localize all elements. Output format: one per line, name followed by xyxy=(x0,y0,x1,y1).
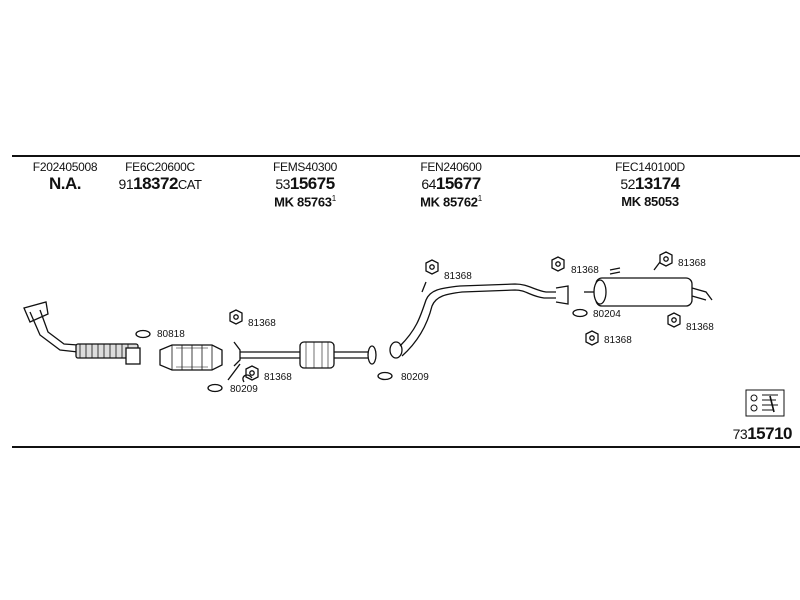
part-number: 9118372CAT xyxy=(118,174,202,193)
mounting-kit: MK 857631 xyxy=(274,194,336,210)
front-silencer xyxy=(227,341,377,381)
rubber-hanger-icon xyxy=(425,259,439,275)
label-81368: 81368 xyxy=(686,322,714,333)
label-81368: 81368 xyxy=(678,258,706,269)
rubber-hanger-icon xyxy=(245,365,259,381)
part-code: FE6C20600C xyxy=(125,160,195,174)
label-80209: 80209 xyxy=(230,384,258,395)
gasket-icon xyxy=(572,308,588,318)
label-81368: 81368 xyxy=(571,265,599,276)
rubber-hanger-icon xyxy=(551,256,565,272)
gasket-icon xyxy=(207,383,223,393)
part-number: 5213174 xyxy=(620,174,680,193)
mounting-kit-icon xyxy=(745,389,785,417)
part-number: 5315675 xyxy=(275,174,335,193)
bottom-rule xyxy=(12,446,800,448)
column-front-silencer: FEMS40300 5315675 MK 857631 xyxy=(262,160,348,209)
rubber-hanger-icon xyxy=(229,309,243,325)
part-code: FEC140100D xyxy=(615,160,685,174)
mounting-kit: MK 85053 xyxy=(621,194,679,209)
label-80818: 80818 xyxy=(157,329,185,340)
mounting-kit-number: 7315710 xyxy=(732,424,793,443)
top-rule xyxy=(12,155,800,157)
column-front-pipe: F202405008 N.A. xyxy=(30,160,100,194)
column-middle-pipe: FEN240600 6415677 MK 857621 xyxy=(408,160,494,209)
gasket-icon xyxy=(377,371,393,381)
part-code: FEN240600 xyxy=(420,160,482,174)
label-81368: 81368 xyxy=(248,318,276,329)
rear-silencer xyxy=(584,267,713,307)
rubber-hanger-icon xyxy=(659,251,673,267)
part-number: 6415677 xyxy=(421,174,481,193)
rubber-hanger-icon xyxy=(667,312,681,328)
front-pipe xyxy=(23,301,141,365)
label-80209: 80209 xyxy=(401,372,429,383)
middle-pipe xyxy=(389,281,569,359)
column-catalyst: FE6C20600C 9118372CAT xyxy=(112,160,208,195)
label-81368: 81368 xyxy=(604,335,632,346)
gasket-icon xyxy=(135,329,151,339)
column-rear-silencer: FEC140100D 5213174 MK 85053 xyxy=(600,160,700,209)
label-80204: 80204 xyxy=(593,309,621,320)
mounting-kit: MK 857621 xyxy=(420,194,482,210)
part-code: F202405008 xyxy=(32,160,98,174)
catalytic-converter xyxy=(159,344,223,371)
part-number: N.A. xyxy=(49,174,82,193)
clamp-icon xyxy=(653,261,661,271)
rubber-hanger-icon xyxy=(585,330,599,346)
label-81368: 81368 xyxy=(264,372,292,383)
label-81368: 81368 xyxy=(444,271,472,282)
part-code: FEMS40300 xyxy=(272,160,337,174)
clamp-icon xyxy=(242,374,253,383)
